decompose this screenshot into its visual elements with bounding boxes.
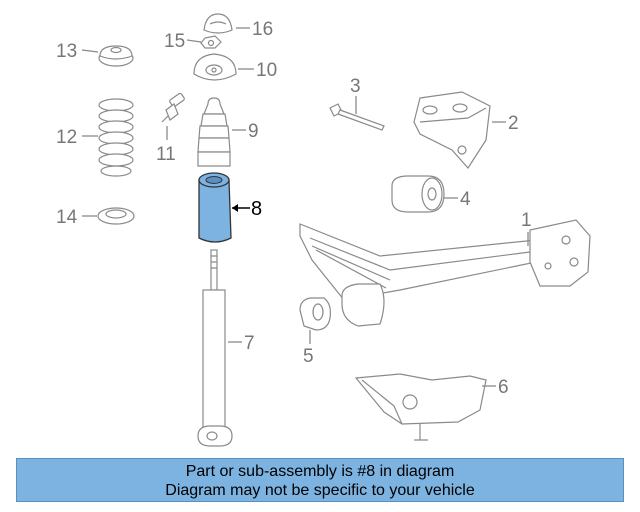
leader-8-arrow <box>232 204 238 212</box>
callout-5: 5 <box>303 346 314 367</box>
banner-line-2: Diagram may not be specific to your vehi… <box>165 482 475 499</box>
callout-8: 8 <box>251 198 262 220</box>
callout-6: 6 <box>498 377 509 398</box>
callout-13: 13 <box>56 41 77 62</box>
callout-1: 1 <box>521 210 532 231</box>
part-12-coil-spring[interactable] <box>98 98 134 177</box>
part-5-small-bushing[interactable] <box>299 297 331 331</box>
parts-diagram: 16 15 10 13 12 14 <box>56 13 591 447</box>
part-1-rear-axle-beam[interactable] <box>299 219 591 327</box>
part-13-upper-spring-seat[interactable] <box>98 45 134 67</box>
callout-2: 2 <box>508 113 519 134</box>
part-6-bracket[interactable] <box>354 373 487 441</box>
part-9-bump-stop[interactable] <box>197 97 231 167</box>
callout-14: 14 <box>56 207 78 228</box>
callout-10: 10 <box>256 60 277 81</box>
leader-15 <box>186 39 202 43</box>
part-14-lower-spring-seat[interactable] <box>97 207 135 225</box>
part-16-cap[interactable] <box>203 13 233 34</box>
callout-3: 3 <box>350 76 361 97</box>
part-11-bump-stop-bolt[interactable] <box>161 92 185 123</box>
part-8-protective-sleeve[interactable] <box>198 172 232 243</box>
callout-7: 7 <box>244 333 255 354</box>
callout-11: 11 <box>156 144 176 165</box>
callout-15: 15 <box>164 31 185 52</box>
callout-9: 9 <box>248 121 259 142</box>
part-10-strut-mount[interactable] <box>193 53 237 81</box>
callout-12: 12 <box>56 127 77 148</box>
part-7-shock-absorber[interactable] <box>197 249 233 447</box>
part-2-mounting-bracket[interactable] <box>413 91 491 169</box>
leader-13 <box>81 49 99 53</box>
part-15-nut[interactable] <box>200 35 222 49</box>
callout-4: 4 <box>460 189 471 210</box>
banner-line-1: Part or sub-assembly is #8 in diagram <box>185 463 455 480</box>
part-4-bushing[interactable] <box>391 175 445 213</box>
part-3-bolt[interactable] <box>329 103 385 131</box>
info-banner: Part or sub-assembly is #8 in diagram Di… <box>16 458 624 502</box>
callout-16: 16 <box>252 19 273 40</box>
